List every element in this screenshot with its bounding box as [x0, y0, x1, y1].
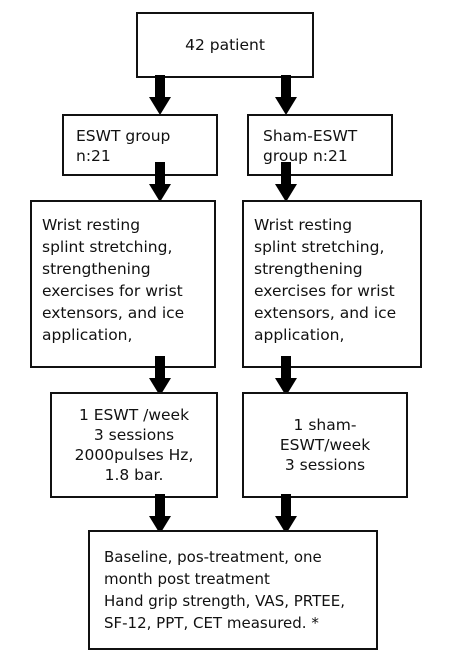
box-line: exercises for wrist	[42, 282, 183, 300]
box-line: 1 ESWT /week	[78, 406, 190, 424]
box-line: extensors, and ice	[42, 304, 185, 322]
box-line: Wrist resting	[42, 216, 141, 234]
arrow-to-sham-treatment	[275, 162, 297, 202]
outcome-measures-box: Baseline, pos-treatment, one month post …	[88, 530, 378, 650]
box-line: application,	[254, 326, 345, 344]
box-line: Wrist resting	[254, 216, 353, 234]
box-line: Hand grip strength, VAS, PRTEE,	[104, 592, 346, 610]
box-line: ESWT/week	[279, 436, 371, 454]
sham-protocol-box: 1 sham- ESWT/week 3 sessions	[242, 392, 408, 498]
box-line: 42 patient	[185, 36, 265, 54]
box-line: month post treatment	[104, 570, 270, 588]
arrow-to-outcome-right	[275, 494, 297, 534]
total-patients-box: 42 patient	[136, 12, 314, 78]
box-line: application,	[42, 326, 133, 344]
eswt-treatment-box: Wrist resting splint stretching, strengt…	[30, 200, 216, 368]
arrow-to-eswt-group	[149, 75, 171, 115]
box-line: ESWT group	[76, 127, 171, 145]
box-line: n:21	[76, 147, 111, 165]
box-line: exercises for wrist	[254, 282, 395, 300]
box-line: group n:21	[263, 147, 348, 165]
box-line: SF-12, PPT, CET measured. *	[104, 614, 319, 632]
box-line: splint stretching,	[254, 238, 385, 256]
box-line: 1.8 bar.	[104, 466, 164, 484]
box-line: 3 sessions	[93, 426, 175, 444]
sham-eswt-group-box: Sham-ESWT group n:21	[247, 114, 393, 176]
arrow-to-outcome-left	[149, 494, 171, 534]
box-line: Sham-ESWT	[263, 127, 358, 145]
box-line: 3 sessions	[284, 456, 366, 474]
box-line: strengthening	[254, 260, 363, 278]
box-line: Baseline, pos-treatment, one	[104, 548, 322, 566]
eswt-protocol-box: 1 ESWT /week 3 sessions 2000pulses Hz, 1…	[50, 392, 218, 498]
sham-treatment-box: Wrist resting splint stretching, strengt…	[242, 200, 422, 368]
arrow-to-eswt-protocol	[149, 356, 171, 396]
box-line: extensors, and ice	[254, 304, 397, 322]
eswt-group-box: ESWT group n:21	[62, 114, 218, 176]
box-line: splint stretching,	[42, 238, 173, 256]
box-line: 1 sham-	[293, 416, 357, 434]
box-line: strengthening	[42, 260, 151, 278]
box-line: 2000pulses Hz,	[74, 446, 194, 464]
arrow-to-eswt-treatment	[149, 162, 171, 202]
arrow-to-sham-group	[275, 75, 297, 115]
arrow-to-sham-protocol	[275, 356, 297, 396]
